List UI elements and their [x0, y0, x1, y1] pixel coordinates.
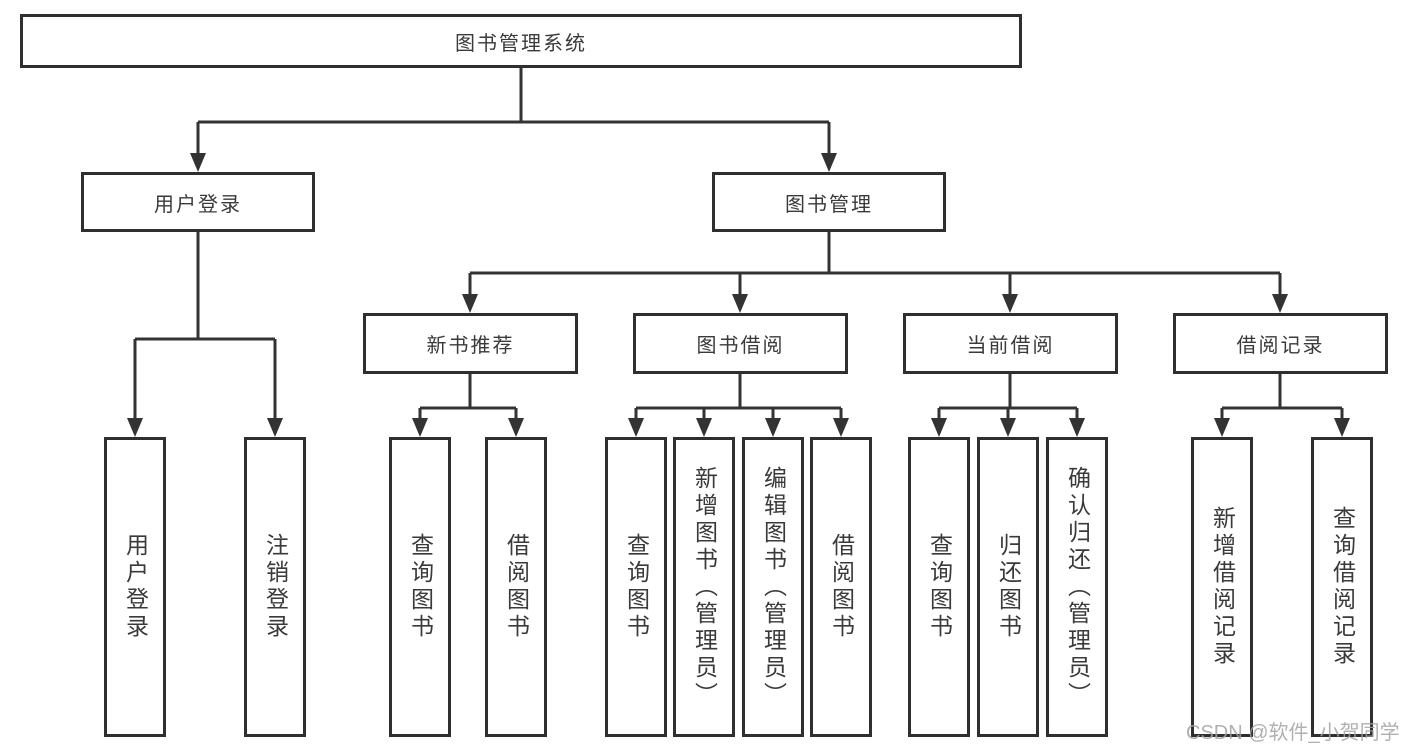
connector-book-mgmt	[468, 232, 1282, 303]
node-label: 新增借阅记录	[1209, 506, 1236, 668]
node-label: 借阅图书	[828, 533, 855, 641]
leaf-return-book: 归还图书	[977, 437, 1039, 737]
arrow-down-icon	[508, 418, 524, 437]
node-label: 新增图书（管理员）	[691, 465, 718, 709]
node-label: 图书管理	[785, 193, 873, 216]
arrow-down-icon	[190, 153, 206, 172]
node-label: 新书推荐	[426, 335, 515, 357]
node-label: 编辑图书（管理员）	[760, 465, 787, 709]
arrow-down-icon	[412, 418, 428, 437]
node-book-management: 图书管理	[712, 172, 946, 232]
arrow-down-icon	[628, 418, 644, 437]
node-label: 借阅记录	[1236, 335, 1325, 357]
arrow-down-icon	[931, 418, 947, 437]
node-label: 确认归还（管理员）	[1064, 465, 1091, 709]
arrow-down-icon	[1272, 294, 1288, 313]
leaf-user-login: 用户登录	[104, 437, 166, 737]
arrow-down-icon	[1002, 294, 1018, 313]
node-root-system: 图书管理系统	[20, 14, 1022, 68]
arrow-down-icon	[1000, 418, 1016, 437]
leaf-edit-book-admin: 编辑图书（管理员）	[742, 437, 804, 737]
leaf-query-books-borrow: 查询图书	[605, 437, 667, 737]
csdn-watermark: CSDN @软件_小贺同学	[1186, 722, 1400, 744]
connector-root	[196, 68, 831, 162]
leaf-add-borrow-record: 新增借阅记录	[1191, 437, 1253, 737]
node-label: 当前借阅	[966, 335, 1055, 357]
arrow-down-icon	[127, 418, 143, 437]
leaf-borrow-books: 借阅图书	[810, 437, 872, 737]
leaf-add-book-admin: 新增图书（管理员）	[673, 437, 735, 737]
connector-user-login	[133, 232, 277, 427]
arrowheads	[127, 153, 1350, 437]
connector-new-book	[418, 374, 518, 427]
connector-current-borrow	[937, 374, 1079, 427]
node-label: 借阅图书	[503, 533, 530, 641]
node-borrowing-records: 借阅记录	[1173, 313, 1388, 374]
connector-borrow-records	[1220, 374, 1344, 427]
arrow-down-icon	[821, 153, 837, 172]
leaf-query-books-recommend: 查询图书	[389, 437, 451, 737]
arrow-down-icon	[462, 294, 478, 313]
leaf-confirm-return-admin: 确认归还（管理员）	[1046, 437, 1108, 737]
node-label: 归还图书	[995, 533, 1022, 641]
arrow-down-icon	[765, 418, 781, 437]
arrow-down-icon	[696, 418, 712, 437]
node-label: 查询借阅记录	[1329, 506, 1356, 668]
node-label: 查询图书	[926, 533, 953, 641]
arrow-down-icon	[732, 294, 748, 313]
node-label: 查询图书	[623, 533, 650, 641]
leaf-query-books-current: 查询图书	[908, 437, 970, 737]
node-label: 查询图书	[407, 533, 434, 641]
node-user-login: 用户登录	[81, 172, 315, 232]
leaf-logout: 注销登录	[244, 437, 306, 737]
node-label: 用户登录	[122, 533, 149, 641]
arrow-down-icon	[1334, 418, 1350, 437]
node-label: 图书管理系统	[455, 32, 587, 55]
arrow-down-icon	[833, 418, 849, 437]
leaf-query-borrow-record: 查询借阅记录	[1311, 437, 1373, 737]
node-book-borrowing: 图书借阅	[633, 313, 848, 374]
arrow-down-icon	[1214, 418, 1230, 437]
node-label: 注销登录	[262, 533, 289, 641]
node-new-book-recommend: 新书推荐	[363, 313, 578, 374]
connector-book-borrow	[634, 374, 843, 427]
node-label: 用户登录	[154, 193, 242, 216]
arrow-down-icon	[267, 418, 283, 437]
node-current-borrowing: 当前借阅	[903, 313, 1118, 374]
arrow-down-icon	[1069, 418, 1085, 437]
leaf-borrow-books-recommend: 借阅图书	[485, 437, 547, 737]
node-label: 图书借阅	[696, 335, 785, 357]
